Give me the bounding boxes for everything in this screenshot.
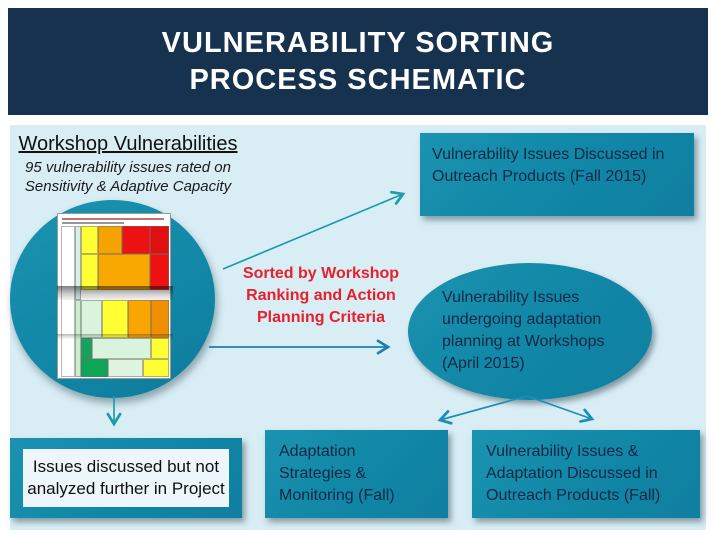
box-adaptation-strategies-label: Adaptation Strategies & Monitoring (Fall… bbox=[279, 443, 395, 504]
sort-criteria-line-1: Sorted by Workshop bbox=[242, 265, 400, 282]
thumbnail-cell bbox=[92, 338, 151, 359]
box-not-analyzed-label: Issues discussed but not analyzed furthe… bbox=[27, 457, 225, 498]
ellipse-adaptation-planning-label: Vulnerability Issues undergoing adaptati… bbox=[442, 289, 605, 372]
thumbnail-caption-line bbox=[62, 222, 124, 224]
thumbnail-cell bbox=[81, 300, 102, 338]
box-outreach-2015: Vulnerability Issues Discussed in Outrea… bbox=[420, 133, 694, 216]
thumbnail-cell bbox=[151, 338, 169, 359]
title-line-1: VULNERABILITY SORTING bbox=[161, 26, 555, 59]
thumbnail-cell bbox=[143, 359, 169, 377]
box-not-analyzed-inner-panel: Issues discussed but not analyzed furthe… bbox=[23, 449, 229, 507]
thumbnail-cell bbox=[61, 226, 75, 377]
thumbnail-cell bbox=[81, 254, 98, 290]
title-line-2: PROCESS SCHEMATIC bbox=[189, 63, 527, 96]
thumbnail-cell bbox=[108, 359, 143, 377]
thumbnail-cell bbox=[81, 226, 98, 254]
header-banner: VULNERABILITY SORTING PROCESS SCHEMATIC bbox=[8, 8, 708, 115]
sort-criteria-label: Sorted by Workshop Ranking and Action Pl… bbox=[235, 263, 407, 329]
workshop-subtext: 95 vulnerability issues rated on Sensiti… bbox=[8, 158, 248, 196]
thumbnail-cell bbox=[75, 300, 81, 377]
thumbnail-cell bbox=[98, 254, 150, 290]
thumbnail-cell bbox=[151, 300, 169, 338]
box-outreach-fall-label: Vulnerability Issues & Adaptation Discus… bbox=[486, 443, 661, 504]
workshop-subtext-line-1: 95 vulnerability issues rated on bbox=[25, 159, 231, 176]
box-not-analyzed: Issues discussed but not analyzed furthe… bbox=[10, 438, 242, 518]
thumbnail-cell bbox=[98, 226, 122, 254]
box-outreach-2015-label: Vulnerability Issues Discussed in Outrea… bbox=[432, 146, 665, 185]
sort-criteria-line-2: Ranking and Action bbox=[246, 287, 396, 304]
thumbnail-cell bbox=[150, 226, 169, 254]
thumbnail-caption-line bbox=[62, 218, 164, 220]
box-adaptation-strategies: Adaptation Strategies & Monitoring (Fall… bbox=[265, 430, 448, 518]
box-outreach-fall: Vulnerability Issues & Adaptation Discus… bbox=[472, 430, 700, 518]
thumbnail-cell bbox=[81, 359, 108, 377]
thumbnail-cell bbox=[102, 300, 128, 338]
thumbnail-cell bbox=[150, 254, 169, 290]
ellipse-adaptation-planning: Vulnerability Issues undergoing adaptati… bbox=[408, 263, 652, 400]
thumbnail-seam bbox=[57, 286, 173, 300]
vulnerability-table-thumbnail bbox=[57, 213, 173, 379]
workshop-subtext-line-2: Sensitivity & Adaptive Capacity bbox=[24, 178, 232, 195]
sort-criteria-line-3: Planning Criteria bbox=[256, 309, 386, 326]
thumbnail-cell bbox=[81, 338, 92, 359]
workshop-heading: Workshop Vulnerabilities bbox=[18, 133, 238, 155]
thumbnail-cell bbox=[122, 226, 150, 254]
thumbnail-seam bbox=[57, 334, 173, 339]
thumbnail-cell bbox=[128, 300, 151, 338]
